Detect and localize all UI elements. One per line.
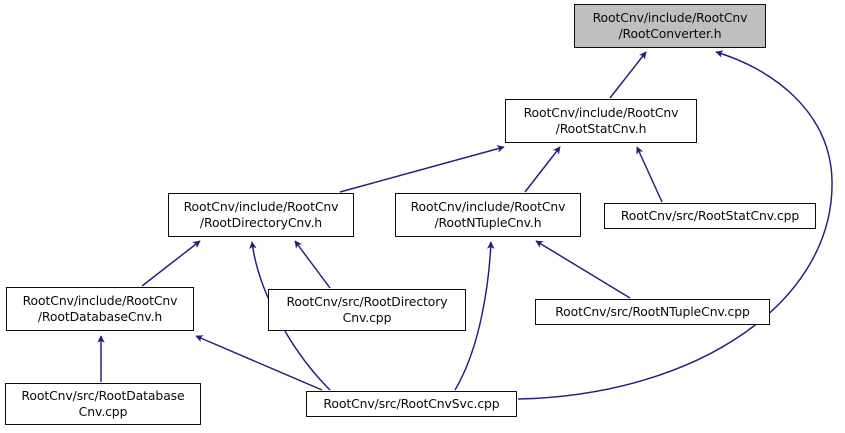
node-rootcnvsvc-cpp[interactable]: RootCnv/src/RootCnvSvc.cpp [306, 391, 517, 417]
node-rootstatcnv-cpp[interactable]: RootCnv/src/RootStatCnv.cpp [604, 203, 816, 229]
node-label: RootCnv/src/RootNTupleCnv.cpp [555, 304, 750, 319]
node-rootconverter-h[interactable]: RootCnv/include/RootCnv /RootConverter.h [574, 4, 766, 48]
node-rootstatcnv-h[interactable]: RootCnv/include/RootCnv /RootStatCnv.h [505, 99, 697, 143]
node-rootdatabasecnv-cpp[interactable]: RootCnv/src/RootDatabase Cnv.cpp [5, 383, 201, 425]
edge-rootntuplecnv-cpp-to-rootntuplecnv-h [535, 240, 631, 299]
edge-rootstatcnv-cpp-to-rootstatcnv-h [636, 146, 663, 203]
edge-rootcnvsvc-cpp-to-rootconverter-h [517, 50, 833, 400]
edge-rootdirectorycnv-cpp-to-rootdirectorycnv-h [294, 240, 331, 289]
node-label: RootCnv/include/RootCnv /RootConverter.h [592, 10, 748, 41]
node-rootdatabasecnv-h[interactable]: RootCnv/include/RootCnv /RootDatabaseCnv… [6, 287, 194, 331]
node-label: RootCnv/include/RootCnv /RootStatCnv.h [523, 105, 679, 136]
edge-rootntuplecnv-h-to-rootstatcnv-h [524, 146, 561, 193]
node-rootntuplecnv-h[interactable]: RootCnv/include/RootCnv /RootNTupleCnv.h [395, 193, 581, 237]
node-label: RootCnv/include/RootCnv /RootDirectoryCn… [183, 199, 339, 230]
edge-rootcnvsvc-cpp-to-rootntuplecnv-h [454, 241, 495, 391]
edge-rootdirectorycnv-h-to-rootstatcnv-h [339, 145, 505, 193]
edge-rootcnvsvc-cpp-to-rootdatabasecnv-h [195, 335, 323, 391]
node-label: RootCnv/include/RootCnv /RootNTupleCnv.h [410, 199, 566, 230]
node-label: RootCnv/src/RootDirectory Cnv.cpp [286, 294, 448, 325]
node-rootdirectorycnv-h[interactable]: RootCnv/include/RootCnv /RootDirectoryCn… [168, 193, 354, 237]
node-label: RootCnv/src/RootStatCnv.cpp [620, 208, 800, 223]
node-rootdirectorycnv-cpp[interactable]: RootCnv/src/RootDirectory Cnv.cpp [268, 289, 466, 331]
node-label: RootCnv/src/RootDatabase Cnv.cpp [21, 388, 185, 419]
edge-rootstatcnv-h-to-rootconverter-h [609, 51, 647, 99]
node-label: RootCnv/include/RootCnv /RootDatabaseCnv… [22, 293, 178, 324]
node-label: RootCnv/src/RootCnvSvc.cpp [323, 396, 500, 411]
node-rootntuplecnv-cpp[interactable]: RootCnv/src/RootNTupleCnv.cpp [535, 299, 770, 325]
edge-rootdatabasecnv-h-to-rootdirectorycnv-h [141, 240, 201, 287]
